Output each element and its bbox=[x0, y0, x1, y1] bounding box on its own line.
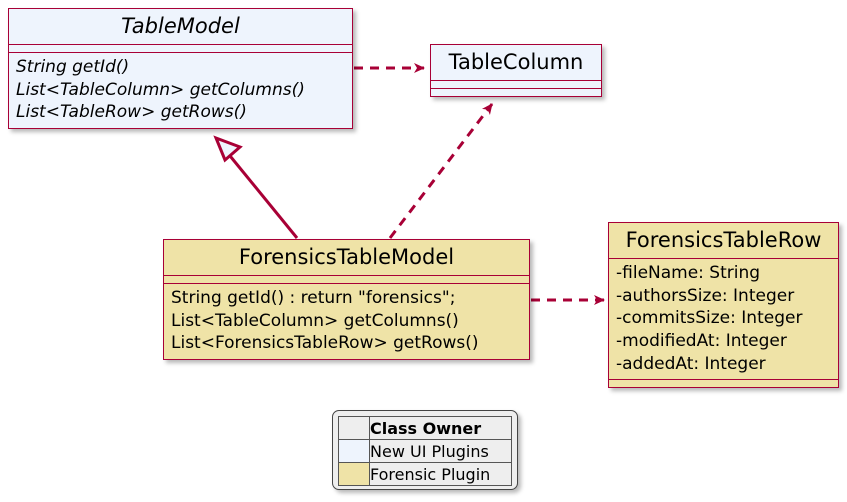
edge-forensicstablemodel-extends-tablemodel bbox=[213, 135, 299, 239]
legend-swatch-cell bbox=[338, 462, 370, 486]
class-separator bbox=[431, 88, 601, 90]
class-member: List<ForensicsTableRow> getRows() bbox=[171, 333, 479, 354]
edge-forensicstablemodel-to-tablecolumn bbox=[388, 103, 494, 239]
class-member: List<TableColumn> getColumns() bbox=[16, 79, 305, 100]
class-member: -addedAt: Integer bbox=[616, 353, 766, 374]
class-separator bbox=[9, 44, 352, 46]
class-separator bbox=[164, 283, 529, 285]
class-title-table-column: TableColumn bbox=[448, 50, 584, 74]
legend-header-swatch-cell bbox=[338, 416, 370, 440]
legend-color-swatch-forensic-plugin bbox=[339, 463, 369, 485]
class-member: String getId() bbox=[16, 57, 130, 78]
legend-row: Forensic Plugin bbox=[338, 462, 512, 486]
class-member: -authorsSize: Integer bbox=[616, 285, 795, 306]
legend-header-label: Class Owner bbox=[369, 416, 512, 440]
class-attributes-compartment bbox=[164, 276, 529, 283]
class-member: List<TableRow> getRows() bbox=[16, 102, 247, 123]
legend-label-new-ui-plugins: New UI Plugins bbox=[369, 439, 512, 463]
class-separator bbox=[609, 258, 838, 260]
legend-row: New UI Plugins bbox=[338, 439, 512, 463]
class-title-forensics-table-row: ForensicsTableRow bbox=[625, 228, 822, 252]
legend-swatch-cell bbox=[338, 439, 370, 463]
class-member: -fileName: String bbox=[616, 263, 761, 284]
class-attributes-compartment: -fileName: String -authorsSize: Integer … bbox=[609, 259, 838, 379]
class-title-table-model: TableModel bbox=[121, 14, 240, 38]
class-member: -modifiedAt: Integer bbox=[616, 330, 787, 351]
uml-class-table-model[interactable]: TableModel String getId() List<TableColu… bbox=[8, 8, 353, 129]
class-methods-compartment bbox=[431, 89, 601, 96]
class-separator bbox=[609, 379, 838, 381]
class-methods-compartment bbox=[609, 380, 838, 387]
uml-class-table-column[interactable]: TableColumn bbox=[430, 44, 602, 98]
class-methods-compartment: String getId() : return "forensics"; Lis… bbox=[164, 284, 529, 359]
class-attributes-compartment bbox=[9, 45, 352, 52]
uml-class-forensics-table-model[interactable]: ForensicsTableModel String getId() : ret… bbox=[163, 239, 530, 360]
class-separator bbox=[164, 275, 529, 277]
class-title-forensics-table-model: ForensicsTableModel bbox=[238, 245, 455, 269]
class-member: -commitsSize: Integer bbox=[616, 308, 803, 329]
legend-header-row: Class Owner bbox=[338, 416, 512, 440]
uml-class-forensics-table-row[interactable]: ForensicsTableRow -fileName: String -aut… bbox=[608, 222, 839, 389]
legend-table: Class Owner New UI Plugins Forensic Plug… bbox=[338, 416, 512, 486]
legend-color-swatch-new-ui-plugins bbox=[339, 440, 369, 462]
class-methods-compartment: String getId() List<TableColumn> getColu… bbox=[9, 53, 352, 128]
class-separator bbox=[431, 80, 601, 82]
class-member: String getId() : return "forensics"; bbox=[171, 288, 456, 309]
class-member: List<TableColumn> getColumns() bbox=[171, 310, 459, 331]
legend: Class Owner New UI Plugins Forensic Plug… bbox=[332, 410, 518, 490]
legend-label-forensic-plugin: Forensic Plugin bbox=[369, 462, 512, 486]
legend-header-swatch bbox=[339, 417, 369, 439]
class-attributes-compartment bbox=[431, 81, 601, 88]
class-separator bbox=[9, 52, 352, 54]
